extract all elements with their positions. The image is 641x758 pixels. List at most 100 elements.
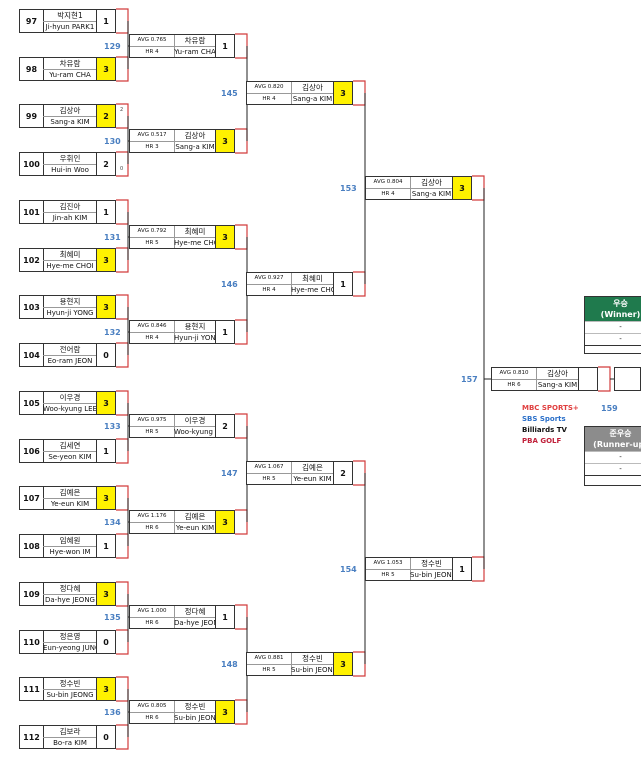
match-score: 1	[333, 273, 352, 295]
entrant-seed: 106	[20, 440, 44, 462]
score-connector	[235, 699, 248, 725]
entrant-score: 1	[96, 440, 115, 462]
sponsor-logo: Billiards TV	[522, 426, 567, 434]
match-number: 133	[104, 422, 121, 431]
match-name-en: Su-bin JEONG	[174, 714, 216, 722]
match-name-kr: 김상아	[536, 368, 579, 380]
match-name-en: Su-bin JEONG	[410, 571, 453, 579]
match-name-kr: 김상아	[291, 82, 334, 94]
entrant-name-kr: 김예은	[43, 487, 97, 499]
match-avg: AVG 0.975	[130, 415, 175, 427]
match-number: 131	[104, 233, 121, 242]
score-connector	[116, 676, 129, 702]
entrant-score: 0	[96, 726, 115, 748]
match-name-en: Da-hye JEONG	[174, 619, 216, 627]
score-connector	[353, 651, 366, 677]
runnerup-title-en: (Runner-up)	[593, 440, 641, 449]
entrant-name-en: Ji-hyun PARK1	[45, 23, 95, 31]
entrant-seed: 109	[20, 583, 44, 605]
match-hr: HR 6	[130, 617, 175, 628]
match-hr: HR 5	[130, 237, 175, 248]
match-name-en: Su-bin JEONG	[291, 666, 334, 674]
entrant-seed: 101	[20, 201, 44, 223]
match-avg: AVG 0.765	[130, 35, 175, 47]
match-hr: HR 3	[130, 141, 175, 152]
entrant-score: 3	[96, 249, 115, 271]
entrant-score: 3	[96, 678, 115, 700]
match-avg: AVG 0.805	[130, 701, 175, 713]
match-score: 1	[215, 35, 234, 57]
match-avg: AVG 0.517	[130, 130, 175, 142]
entrant-seed: 110	[20, 631, 44, 653]
match-hr: HR 6	[130, 522, 175, 533]
match-name-en: Sang-a KIM	[537, 381, 578, 389]
match-score: 1	[215, 321, 234, 343]
match-score: 3	[333, 82, 352, 104]
entrant-name-en: Yu-ram CHA	[49, 71, 91, 79]
score-connector	[353, 80, 366, 106]
match-name-kr: 정수빈	[410, 558, 453, 570]
match-score: 3	[215, 511, 234, 533]
score-connector	[116, 485, 129, 511]
match-avg: AVG 0.927	[247, 273, 292, 285]
entrant-name-kr: 박지현1	[43, 10, 97, 22]
match-hr: HR 4	[247, 284, 292, 295]
entrant-score: 3	[96, 392, 115, 414]
match-number: 136	[104, 708, 121, 717]
sponsor-logo: SBS Sports	[522, 415, 566, 423]
score-connector	[116, 724, 129, 750]
match-name-kr: 이우경	[174, 415, 216, 427]
entrant-name-en: Bo-ra KIM	[53, 739, 87, 747]
score-connector	[235, 319, 248, 345]
match-number: 130	[104, 137, 121, 146]
match-number: 129	[104, 42, 121, 51]
match-number: 132	[104, 328, 121, 337]
match-number: 153	[340, 184, 357, 193]
match-name-kr: 용현지	[174, 321, 216, 333]
winner-title-kr: 우승	[613, 299, 628, 308]
entrant-name-kr: 우휘인	[43, 153, 97, 165]
entrant-seed: 107	[20, 487, 44, 509]
score-connector	[235, 413, 248, 439]
match-number: 148	[221, 660, 238, 669]
score-connector	[353, 460, 366, 486]
entrant-side-score: 2	[120, 107, 124, 113]
entrant-score: 2	[96, 153, 115, 175]
match-score: 1	[215, 606, 234, 628]
match-name-kr: 정수빈	[174, 701, 216, 713]
entrant-name-kr: 최혜미	[43, 249, 97, 261]
match-number: 147	[221, 469, 238, 478]
entrant-name-en: Jin-ah KIM	[52, 214, 88, 222]
entrant-name-en: Hyun-ji YONG	[46, 309, 94, 317]
sponsor-logo: PBA GOLF	[522, 437, 562, 445]
match-name-kr: 차유람	[174, 35, 216, 47]
match-hr: HR 6	[492, 379, 537, 390]
match-avg: AVG 1.176	[130, 511, 175, 523]
match-number: 157	[461, 375, 478, 384]
entrant-score: 3	[96, 58, 115, 80]
match-score: 1	[452, 558, 471, 580]
entrant-score: 1	[96, 535, 115, 557]
entrant-name-kr: 이우경	[43, 392, 97, 404]
entrant-score: 0	[96, 344, 115, 366]
